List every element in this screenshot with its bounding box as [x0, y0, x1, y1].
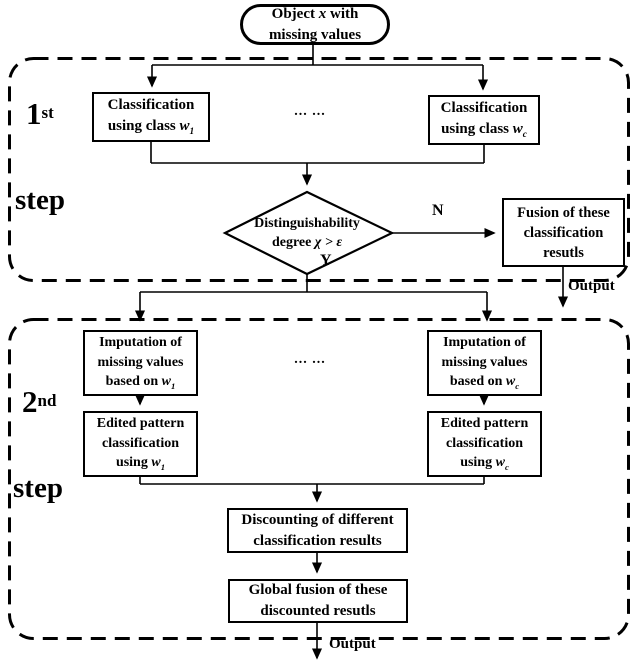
global-fusion-line1: Global fusion of these [248, 582, 388, 599]
start-node: Object x with missing values [240, 4, 390, 45]
edited-w1-line2: classification [102, 435, 179, 451]
output-bottom-label: Output [329, 636, 376, 652]
decision-label: Distinguishability degree χ > ε [227, 214, 387, 253]
step1-word: step [15, 184, 65, 216]
classification-wc-line1: Classification [440, 100, 528, 117]
classification-w1-line2: using class w1 [107, 117, 195, 137]
fusion-line3: resutls [543, 244, 584, 261]
global-fusion-box: Global fusion of these discounted resutl… [228, 579, 408, 623]
imputation-w1-box: Imputation of missing values based on w1 [83, 330, 198, 396]
classification-wc-line2: using class wc [441, 120, 527, 140]
imputation-w1-line2: missing values [97, 354, 184, 370]
step2-word: step [13, 472, 63, 504]
decision-line2: degree χ > ε [271, 235, 343, 251]
start-label-line2: missing values [268, 26, 362, 43]
imputation-wc-line2: missing values [441, 354, 528, 370]
imputation-wc-line1: Imputation of [443, 335, 526, 351]
ellipsis-classifiers: ... ... [294, 104, 326, 119]
decision-no-label: N [432, 202, 444, 219]
decision-diamond [222, 190, 395, 276]
edited-wc-line1: Edited pattern [440, 416, 529, 432]
discounting-box: Discounting of different classification … [227, 508, 408, 553]
edited-classification-wc-box: Edited pattern classification using wc [427, 411, 542, 477]
step2-number: 2nd [22, 384, 57, 419]
fusion-line1: Fusion of these [517, 204, 610, 221]
classification-wc-box: Classification using class wc [428, 95, 540, 145]
decision-line1: Distinguishability [254, 216, 360, 231]
imputation-w1-line3: based on w1 [105, 373, 176, 391]
edited-w1-line3: using w1 [115, 454, 166, 472]
output-top-label: Output [568, 278, 615, 294]
fusion-line2: classification [523, 224, 604, 241]
start-label-line1: Object x with [271, 5, 359, 22]
edited-classification-w1-box: Edited pattern classification using w1 [83, 411, 198, 477]
ellipsis-imputation: ... ... [294, 352, 326, 367]
classification-w1-line1: Classification [107, 97, 195, 114]
discounting-line2: classification results [253, 532, 382, 549]
imputation-wc-box: Imputation of missing values based on wc [427, 330, 542, 396]
imputation-wc-line3: based on wc [449, 373, 520, 391]
classification-w1-box: Classification using class w1 [92, 92, 210, 142]
connector-lines [134, 45, 569, 660]
fusion-box: Fusion of these classification resutls [502, 198, 625, 267]
decision-yes-label: Y [320, 252, 332, 269]
imputation-w1-line1: Imputation of [99, 335, 182, 351]
step1-boundary [8, 57, 630, 282]
step1-number: 1st [26, 96, 54, 131]
step2-boundary [8, 318, 630, 640]
edited-w1-line1: Edited pattern [96, 416, 185, 432]
edited-wc-line3: using wc [460, 454, 509, 472]
global-fusion-line2: discounted resutls [260, 603, 376, 619]
discounting-line1: Discounting of different [241, 511, 394, 528]
edited-wc-line2: classification [446, 435, 523, 451]
